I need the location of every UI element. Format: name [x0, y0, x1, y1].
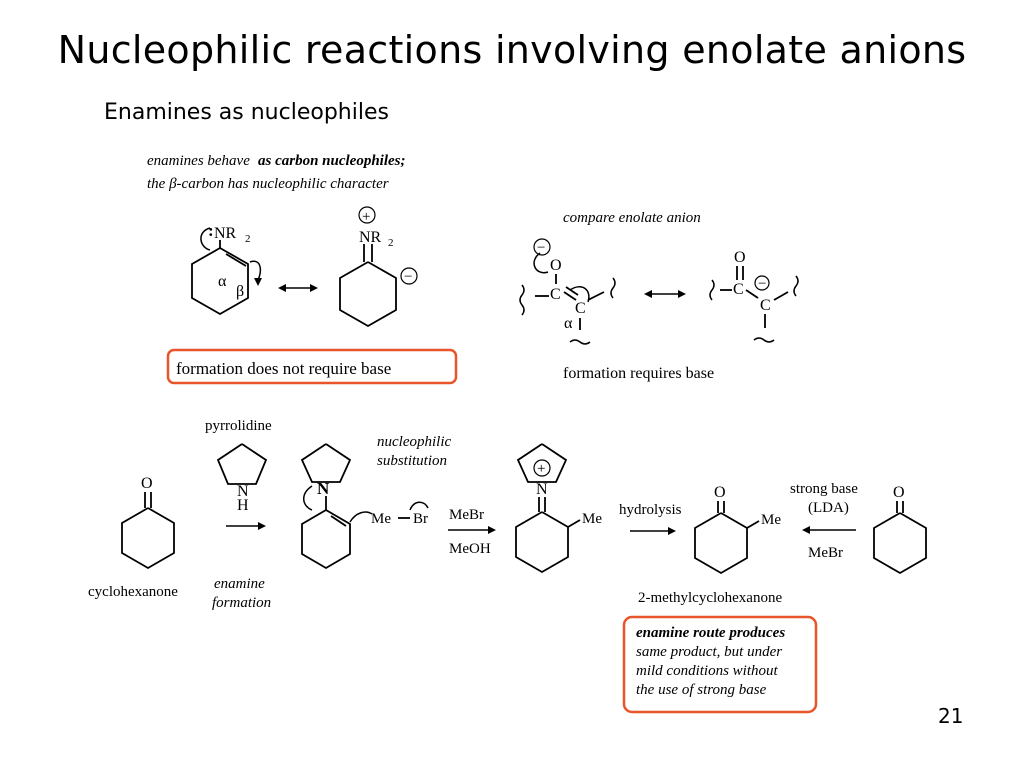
hydrolysis-label: hydrolysis — [619, 502, 682, 518]
enamine-intermediate: N — [300, 443, 373, 570]
lone-pair-arrow — [200, 227, 211, 251]
svg-text:2: 2 — [388, 237, 394, 249]
svg-text:−: − — [758, 276, 766, 292]
minus-charge-icon — [400, 267, 418, 285]
cyclohexanone-right: O — [873, 484, 927, 575]
boxed-note-line-2: same product, but under — [636, 644, 782, 660]
slide-subtitle: Enamines as nucleophiles — [104, 100, 389, 125]
enamine-caption-line1: enamines behave as carbon nucleophiles; — [147, 150, 406, 169]
svg-text:2: 2 — [245, 233, 251, 245]
svg-text:+: + — [362, 209, 370, 225]
svg-text:+: + — [537, 461, 545, 477]
svg-text:C: C — [733, 281, 744, 298]
meoh-reagent: MeOH — [449, 541, 491, 557]
mebr-reagent-2: MeBr — [808, 545, 843, 561]
nr2-label-2: NR — [359, 229, 382, 246]
pyrrolidine-label: pyrrolidine — [205, 418, 272, 434]
slide-number: 21 — [938, 704, 964, 728]
iminium-structure: + NR 2 − — [339, 206, 418, 328]
boxed-note-line-4: the use of strong base — [636, 682, 767, 698]
svg-text:N: N — [237, 483, 249, 500]
alpha-label: α — [218, 273, 227, 290]
cyclohexanone-label: cyclohexanone — [88, 584, 178, 600]
nucleophilic-label-2: substitution — [377, 453, 447, 469]
enamine-structure: : NR 2 α β — [191, 221, 262, 316]
svg-text:NR: NR — [214, 225, 237, 242]
nucleophilic-label-1: nucleophilic — [377, 434, 451, 450]
svg-text:O: O — [141, 475, 153, 492]
no-base-highlight-box — [166, 348, 458, 385]
svg-text:C: C — [575, 300, 586, 317]
enamine-caption-line2: the β-carbon has nucleophilic character — [147, 176, 389, 192]
carbanion-structure: O C C − — [709, 249, 799, 343]
svg-text:C: C — [550, 286, 561, 303]
enamine-formation-label-1: enamine — [214, 576, 265, 592]
methyl-label: Me — [371, 511, 391, 527]
boxed-note-line-3: mild conditions without — [636, 663, 779, 679]
svg-text:−: − — [537, 240, 545, 256]
svg-text:N: N — [536, 481, 548, 498]
methylcyclohexanone-product: O Me — [694, 484, 781, 575]
minus-charge-icon — [533, 238, 551, 256]
beta-label: β — [236, 283, 244, 300]
svg-text:O: O — [734, 249, 746, 266]
cyclohexanone-start: O — [121, 475, 175, 570]
svg-text:O: O — [550, 257, 562, 274]
svg-text:Me: Me — [582, 511, 602, 527]
minus-charge-icon — [754, 275, 770, 291]
svg-text:−: − — [404, 269, 412, 285]
boxed-note-line-1: enamine route produces — [636, 625, 785, 641]
svg-text:H: H — [237, 497, 249, 514]
iminium-intermediate: + N Me — [515, 443, 602, 574]
strong-base-label: strong base — [790, 481, 858, 497]
resonance-arrow — [278, 284, 318, 292]
enolate-resonance-arrow — [644, 290, 686, 298]
svg-text:O: O — [714, 484, 726, 501]
lda-label: (LDA) — [808, 500, 849, 516]
svg-text:α: α — [564, 315, 573, 332]
bromide-label: Br — [413, 511, 428, 527]
product-name: 2-methylcyclohexanone — [638, 590, 782, 606]
no-base-note: formation does not require base — [176, 359, 391, 378]
nr2-label: : — [208, 221, 214, 240]
mebr-reagent: MeBr — [449, 507, 484, 523]
svg-text:N: N — [317, 479, 330, 498]
enolate-structure: − O C C α — [519, 238, 616, 345]
plus-charge-icon — [533, 459, 551, 477]
svg-text:C: C — [760, 297, 771, 314]
slide-title: Nucleophilic reactions involving enolate… — [57, 28, 967, 72]
enolate-caption: compare enolate anion — [563, 210, 701, 226]
svg-text:Me: Me — [761, 512, 781, 528]
requires-base-note: formation requires base — [563, 365, 714, 382]
pyrrolidine-structure: N H — [216, 443, 268, 514]
plus-charge-icon — [358, 206, 376, 224]
enamine-formation-label-2: formation — [212, 595, 271, 611]
svg-text:O: O — [893, 484, 905, 501]
mild-conditions-highlight-box — [622, 615, 818, 714]
